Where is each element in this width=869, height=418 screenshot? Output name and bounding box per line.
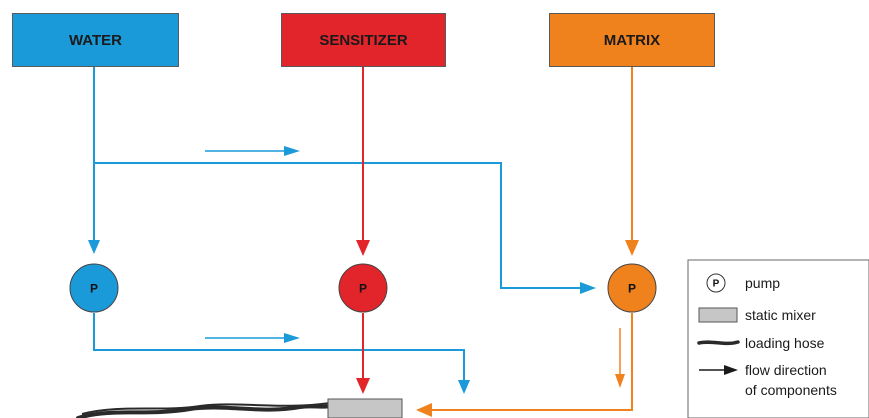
sensitizer-pump-label: P [359,282,367,296]
matrix-outlet-line [430,313,633,411]
matrix-pump-icon [607,263,657,313]
legend-pump-icon [706,273,726,293]
sensitizer-pump-icon [338,263,388,313]
sensitizer-pump-inlet-arrow [356,240,370,256]
legend-flow-label-1: flow direction [745,362,827,378]
static-mixer-icon [698,307,738,323]
water-pump-inlet-arrow [88,240,100,254]
legend-pump-symbol: P [713,279,720,290]
sensitizer-pump: P [338,263,388,313]
loading-hose-strand [81,402,331,415]
legend-mixer-label: static mixer [745,307,816,323]
water-pump: P [69,263,119,313]
water-label: WATER [68,31,123,49]
legend-flow-label-2: of components [745,382,837,398]
water-bypass-line [94,162,582,289]
sensitizer-label: SENSITIZER [319,31,408,49]
static-mixer [327,398,403,418]
matrix-to-mixer-arrow [416,403,432,417]
matrix-lines [416,67,639,417]
water-pump-icon [69,263,119,313]
sensitizer-lines [356,67,370,394]
legend: P pump static mixer loading hose flow di… [687,259,869,418]
matrix-pump-inlet-arrow [625,240,639,256]
matrix-pump-label: P [628,282,636,296]
flow-arrow-lower-head [284,333,300,343]
water-to-matrix-pump-arrow [580,282,596,294]
flow-arrow-upper-head [284,146,300,156]
water-source-box: WATER [12,13,179,67]
sensitizer-to-mixer-arrow [356,378,370,394]
sensitizer-source-box: SENSITIZER [281,13,446,67]
matrix-source-box: MATRIX [549,13,715,67]
matrix-pump: P [607,263,657,313]
legend-pump-label: pump [745,275,780,291]
loading-hose [76,404,332,418]
flow-arrow-matrix-head [615,374,625,388]
matrix-label: MATRIX [603,31,661,49]
water-lines [88,67,596,394]
flow-arrow-icon-head [724,365,738,375]
loading-hose-icon [697,340,740,346]
water-to-mixer-arrow [458,380,470,394]
water-pump-outlet-line [93,313,465,384]
water-pump-label: P [90,282,98,296]
legend-hose-label: loading hose [745,335,825,351]
